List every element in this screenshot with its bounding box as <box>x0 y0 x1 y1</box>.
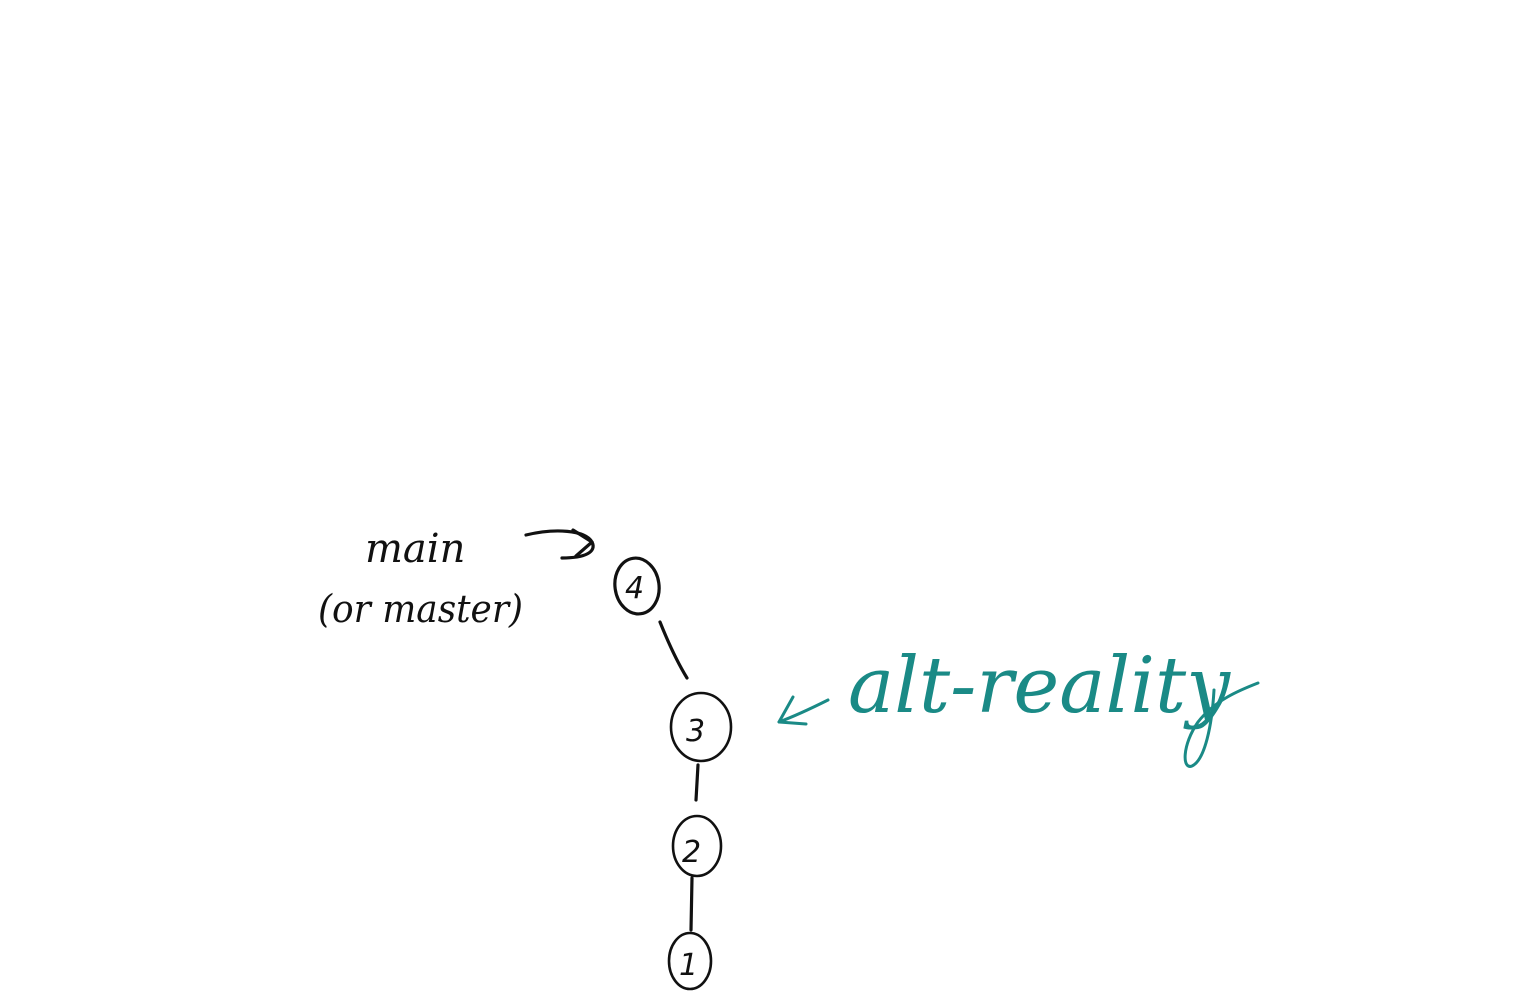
commit-label-1: 1 <box>679 948 698 983</box>
annotation: alt-reality <box>848 641 1260 768</box>
arrow-left-icon <box>777 695 830 726</box>
commit-label-4: 4 <box>625 571 644 606</box>
commit-edge-3-2 <box>694 763 700 802</box>
commit-node-2: 2 <box>671 814 723 878</box>
commit-edge-4-3 <box>658 620 689 680</box>
commit-node-4: 4 <box>613 556 661 616</box>
commit-node-1: 1 <box>667 931 713 991</box>
commit-node-3: 3 <box>669 691 733 763</box>
commit-edge-2-1 <box>689 876 694 932</box>
commit-label-3: 3 <box>686 714 705 749</box>
commit-label-2: 2 <box>682 835 701 870</box>
branch-label-main: main <box>365 526 465 572</box>
annotation-alt-reality: alt-reality <box>848 641 1231 731</box>
branch-label: main (or master) <box>318 526 523 631</box>
branch-label-or-master: (or master) <box>318 587 523 631</box>
curved-arrow-icon <box>524 528 595 560</box>
